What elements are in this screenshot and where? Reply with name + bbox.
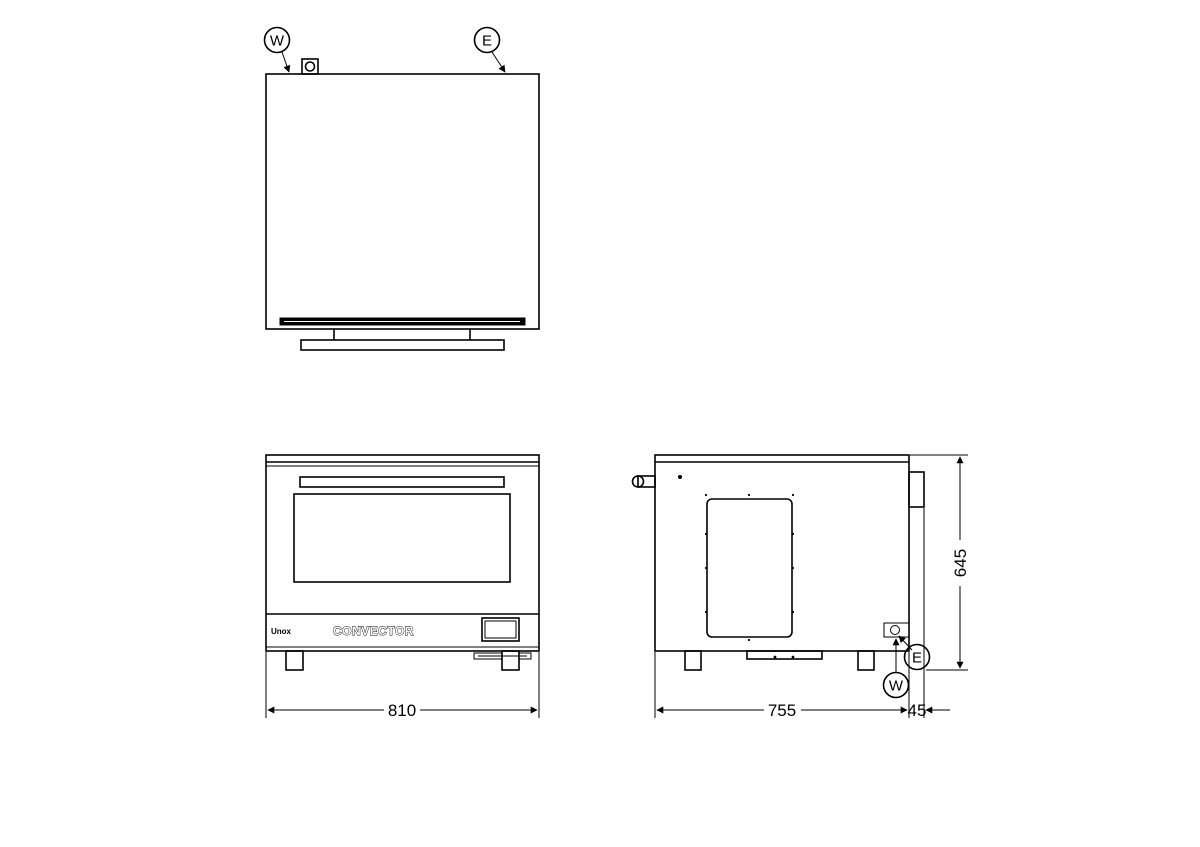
electric-callout-top: E [473, 26, 506, 73]
top-view: W E [263, 26, 540, 351]
offset-value: 45 [908, 701, 927, 720]
electric-callout-side: E [898, 635, 931, 671]
brand-logo: Unox [271, 627, 292, 636]
model-name: CONVECTOR [333, 624, 414, 638]
height-value: 645 [951, 549, 970, 577]
front-view: Unox CONVECTOR 810 [265, 454, 540, 720]
callout-label: E [482, 33, 492, 50]
width-value: 810 [388, 701, 416, 720]
water-callout-top: W [263, 26, 291, 73]
side-panel-screws [704, 493, 795, 642]
width-dimension: 810 [265, 652, 540, 720]
depth-dimension: 755 45 [654, 508, 950, 720]
callout-label: W [270, 33, 285, 50]
height-dimension: 645 [910, 454, 970, 671]
callout-label: W [889, 678, 904, 695]
water-callout-side: W [882, 638, 910, 699]
side-view: E W 755 45 645 [631, 454, 970, 720]
callout-label: E [912, 650, 922, 667]
depth-value: 755 [768, 701, 796, 720]
